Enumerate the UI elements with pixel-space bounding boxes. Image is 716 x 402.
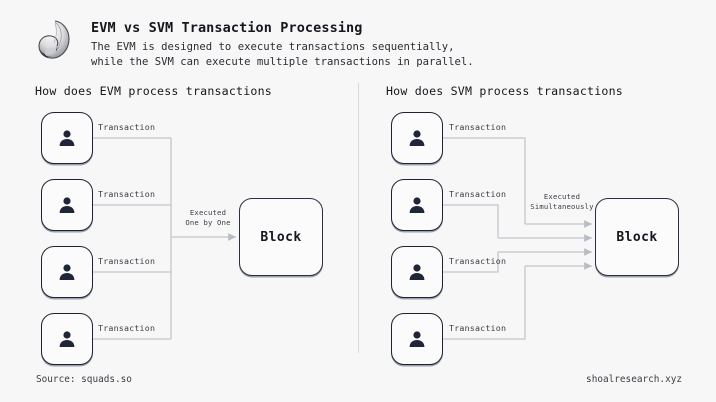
svm-user-box-2[interactable] bbox=[391, 179, 443, 231]
svm-flow-label-line-2: Simultaneously bbox=[530, 202, 594, 212]
user-icon bbox=[57, 195, 77, 215]
svm-edge-label-1: Transaction bbox=[449, 122, 507, 132]
evm-edge-label-1: Transaction bbox=[98, 122, 156, 132]
section-heading-svm: How does SVM process transactions bbox=[386, 84, 623, 98]
svm-flow-label-line-1: Executed bbox=[543, 192, 581, 201]
panel-divider bbox=[358, 83, 359, 353]
svm-block-node[interactable]: Block bbox=[595, 198, 679, 276]
evm-user-box-4[interactable] bbox=[41, 313, 93, 365]
footer-source: Source: squads.so bbox=[36, 374, 132, 385]
header-text: EVM vs SVM Transaction Processing The EV… bbox=[91, 18, 474, 70]
subtitle-line-2: while the SVM can execute multiple trans… bbox=[91, 55, 474, 68]
evm-user-box-3[interactable] bbox=[41, 246, 93, 298]
evm-edge-label-4: Transaction bbox=[98, 323, 156, 333]
user-icon bbox=[57, 262, 77, 282]
svm-user-box-3[interactable] bbox=[391, 246, 443, 298]
page-title: EVM vs SVM Transaction Processing bbox=[91, 20, 363, 36]
svm-user-box-4[interactable] bbox=[391, 313, 443, 365]
subtitle-line-1: The EVM is designed to execute transacti… bbox=[91, 40, 455, 53]
evm-flow-label: Executed One by One bbox=[178, 208, 238, 229]
svm-edge-label-4: Transaction bbox=[449, 323, 507, 333]
user-icon bbox=[407, 262, 427, 282]
evm-block-label: Block bbox=[260, 229, 302, 245]
evm-user-box-2[interactable] bbox=[41, 179, 93, 231]
evm-edge-label-2: Transaction bbox=[98, 189, 156, 199]
seashell-logo-icon bbox=[33, 18, 77, 62]
user-icon bbox=[57, 329, 77, 349]
svm-edge-label-2: Transaction bbox=[449, 189, 507, 199]
evm-edge-label-3: Transaction bbox=[98, 256, 156, 266]
svm-block-label: Block bbox=[616, 229, 658, 245]
user-icon bbox=[407, 329, 427, 349]
section-heading-evm: How does EVM process transactions bbox=[35, 84, 272, 98]
svm-edge-label-3: Transaction bbox=[449, 256, 507, 266]
footer-site[interactable]: shoalresearch.xyz bbox=[586, 374, 682, 385]
header: EVM vs SVM Transaction Processing The EV… bbox=[33, 18, 474, 70]
evm-user-box-1[interactable] bbox=[41, 112, 93, 164]
user-icon bbox=[407, 128, 427, 148]
svm-flow-label: Executed Simultaneously bbox=[527, 192, 597, 213]
evm-block-node[interactable]: Block bbox=[239, 198, 323, 276]
evm-flow-label-line-1: Executed bbox=[189, 208, 227, 217]
user-icon bbox=[407, 195, 427, 215]
evm-flow-label-line-2: One by One bbox=[185, 218, 231, 228]
svm-user-box-1[interactable] bbox=[391, 112, 443, 164]
user-icon bbox=[57, 128, 77, 148]
